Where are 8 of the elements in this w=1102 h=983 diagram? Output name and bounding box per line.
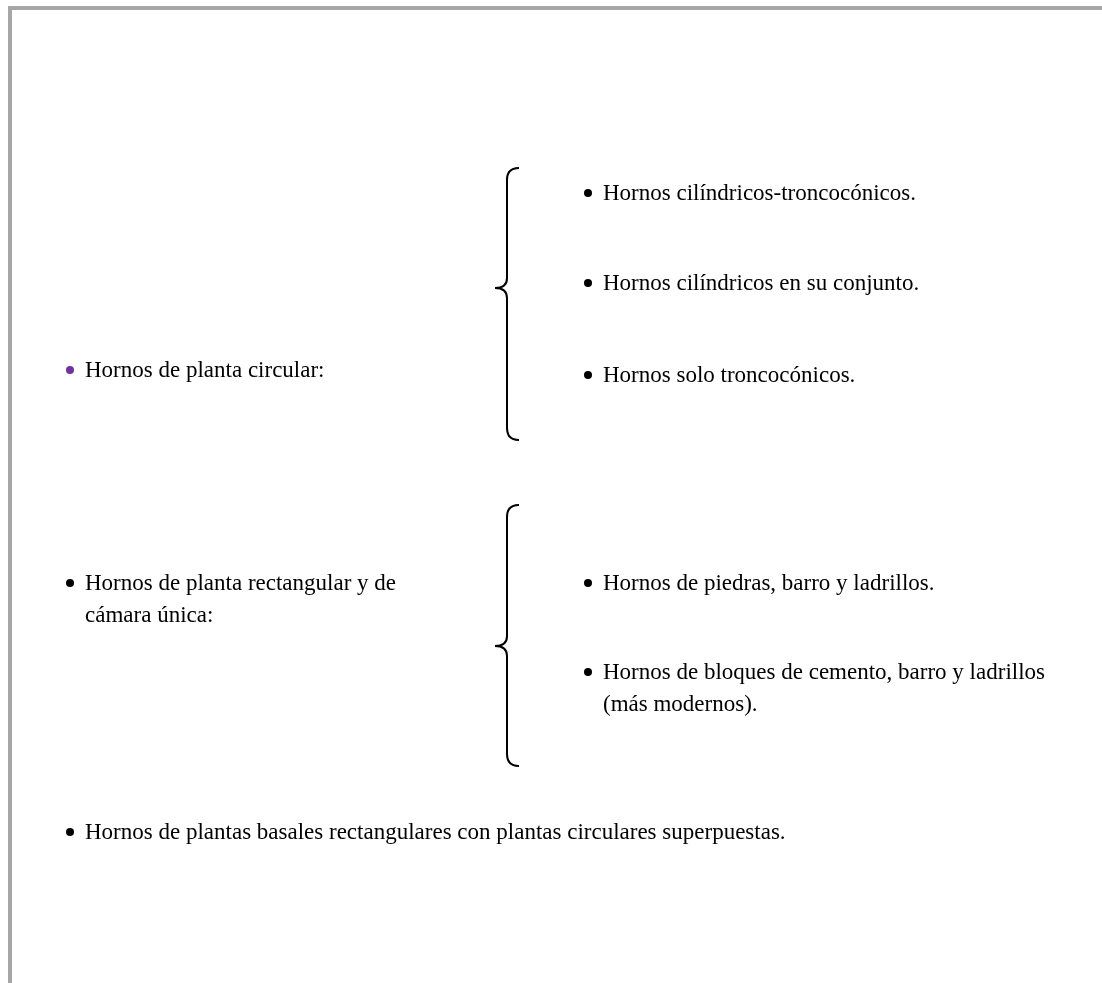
list-item: Hornos de planta circular: <box>85 356 326 384</box>
list-item: Hornos cilíndricos en su conjunto. <box>603 269 921 297</box>
list-item: Hornos cilíndricos-troncocónicos. <box>603 179 917 207</box>
list-item: Hornos de planta rectangular y de cámara única: <box>85 569 398 629</box>
list-item: Hornos de bloques de cemento, barro y ladrillos (más modernos). <box>603 658 1046 718</box>
list-item: Hornos de plantas basales rectangulares con plantas circulares superpuestas. <box>85 818 787 846</box>
list-item: Hornos solo troncocónicos. <box>603 361 857 389</box>
list-item: Hornos de piedras, barro y ladrillos. <box>603 569 936 597</box>
